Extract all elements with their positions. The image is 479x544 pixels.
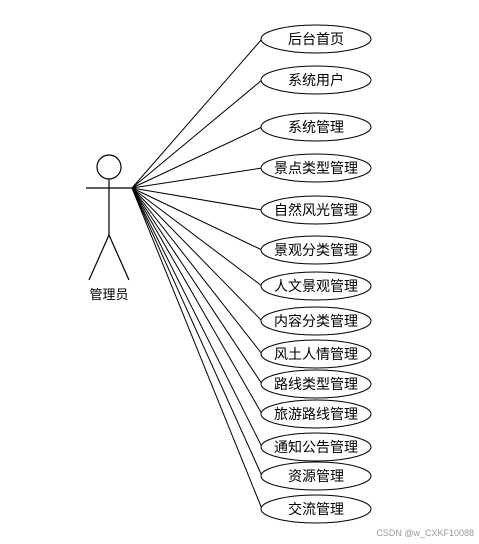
use-case-ellipse <box>260 399 372 429</box>
use-case: 自然风光管理 <box>260 195 372 225</box>
use-case-label: 景观分类管理 <box>274 243 358 259</box>
association-line <box>131 187 263 415</box>
association-line <box>131 187 263 385</box>
use-case: 资源管理 <box>260 461 372 491</box>
association-line <box>131 126 263 189</box>
use-cases: 后台首页系统用户系统管理景点类型管理自然风光管理景观分类管理人文景观管理内容分类… <box>260 24 372 524</box>
use-case-label: 路线类型管理 <box>274 377 358 393</box>
association-line <box>131 187 263 510</box>
use-case-label: 交流管理 <box>288 501 344 518</box>
use-case: 景点类型管理 <box>260 153 372 183</box>
association-lines <box>131 38 263 510</box>
actor-administrator: 管理员 <box>86 154 132 303</box>
association-line <box>131 187 263 355</box>
use-case-label: 后台首页 <box>288 32 344 48</box>
use-case-label: 风土人情管理 <box>274 347 358 363</box>
use-case: 交流管理 <box>260 494 372 524</box>
watermark: CSDN @w_CXKF10088 <box>376 528 474 538</box>
use-case: 景观分类管理 <box>260 235 372 265</box>
use-case: 旅游路线管理 <box>260 399 372 429</box>
use-case-label: 景点类型管理 <box>274 161 358 177</box>
use-case-ellipse <box>260 432 372 462</box>
use-case-ellipse <box>260 24 372 54</box>
use-case-ellipse <box>260 65 372 95</box>
use-case-label: 人文景观管理 <box>274 279 358 295</box>
use-case-ellipse <box>260 461 372 491</box>
use-case-ellipse <box>260 494 372 524</box>
use-case: 系统管理 <box>260 112 372 142</box>
use-case: 通知公告管理 <box>260 432 372 462</box>
use-case-label: 通知公告管理 <box>274 439 358 456</box>
association-line <box>131 187 263 322</box>
use-case-label: 系统用户 <box>288 72 344 89</box>
use-case: 内容分类管理 <box>260 306 372 336</box>
use-case-ellipse <box>260 112 372 142</box>
use-case-ellipse <box>260 271 372 301</box>
use-case-label: 系统管理 <box>288 120 344 136</box>
association-line <box>131 79 263 189</box>
use-case-ellipse <box>260 195 372 225</box>
use-case: 系统用户 <box>260 65 372 95</box>
association-line <box>131 187 263 287</box>
actor-label: 管理员 <box>89 288 128 303</box>
use-case-label: 资源管理 <box>288 469 344 485</box>
use-case-ellipse <box>260 235 372 265</box>
use-case-ellipse <box>260 306 372 336</box>
use-case: 人文景观管理 <box>260 271 372 301</box>
association-line <box>131 187 263 251</box>
use-case-label: 旅游路线管理 <box>274 407 358 423</box>
use-case-ellipse <box>260 339 372 369</box>
actor-right-leg <box>108 234 130 281</box>
use-case-label: 内容分类管理 <box>274 313 358 330</box>
actor-head <box>96 154 122 180</box>
association-line <box>131 167 263 189</box>
association-line <box>131 38 263 189</box>
use-case-ellipse <box>260 153 372 183</box>
use-case: 后台首页 <box>260 24 372 54</box>
use-case: 风土人情管理 <box>260 339 372 369</box>
association-line <box>131 187 263 211</box>
association-line <box>131 187 263 448</box>
association-line <box>131 187 263 477</box>
use-case: 路线类型管理 <box>260 369 372 399</box>
use-case-ellipse <box>260 369 372 399</box>
use-case-label: 自然风光管理 <box>274 202 358 219</box>
actor-left-leg <box>88 234 110 281</box>
